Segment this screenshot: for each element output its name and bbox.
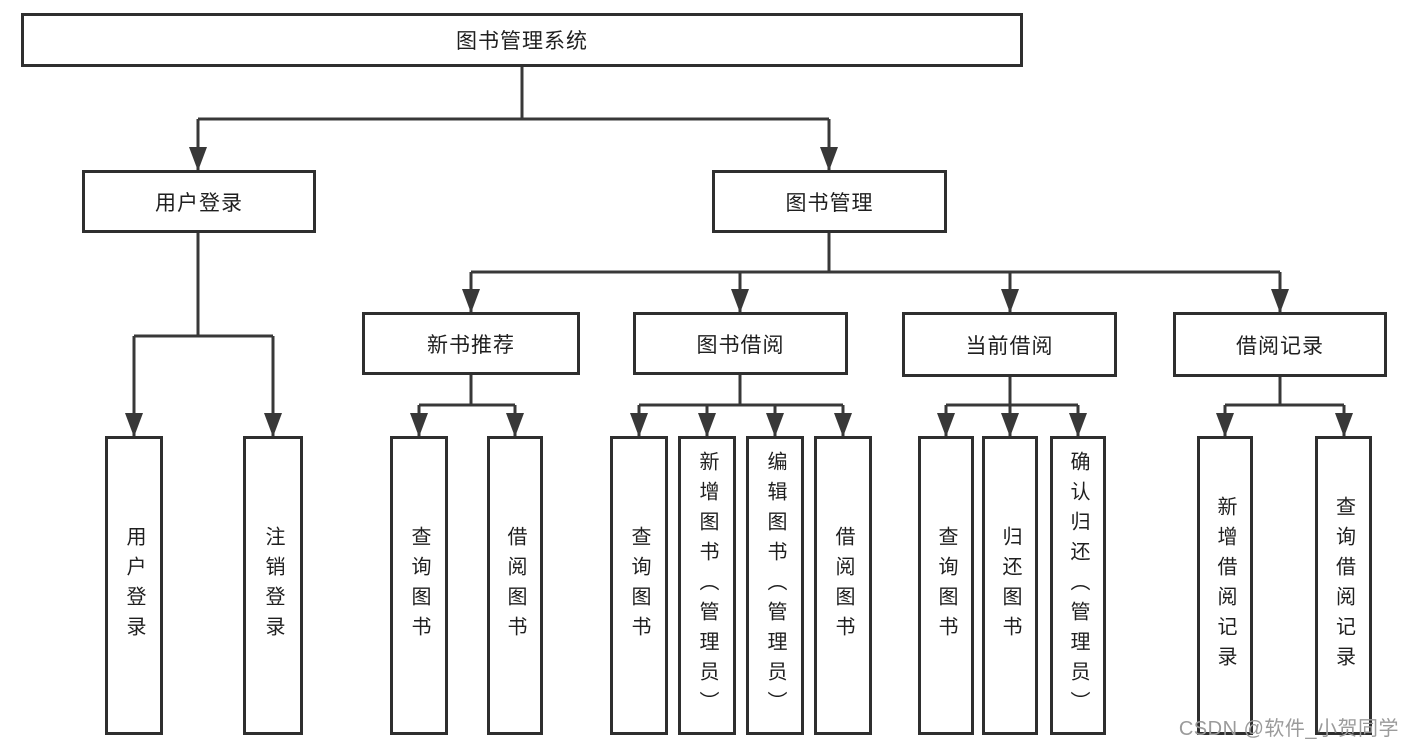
node-leaf-borrow-book: 借阅图书 [814,436,872,735]
node-leaf-rec-borrow-book: 借阅图书 [487,436,543,735]
node-borrowing-records: 借阅记录 [1173,312,1387,377]
node-leaf-logout: 注销登录 [243,436,303,735]
node-label: 查询借阅记录 [1332,495,1355,676]
csdn-watermark: CSDN @软件_小贺同学 [1178,718,1399,740]
node-label: 注销登录 [262,525,284,646]
node-label: 确认归还（管理员） [1067,450,1089,721]
node-label: 查询图书 [628,525,650,646]
node-book-management: 图书管理 [712,170,947,233]
node-label: 当前借阅 [965,334,1054,358]
node-user-login: 用户登录 [82,170,316,233]
node-new-book-recommend: 新书推荐 [362,312,580,375]
node-label: 归还图书 [999,525,1021,646]
node-label: 用户登录 [155,191,243,215]
node-label: 新增借阅记录 [1214,495,1236,676]
node-label: 新书推荐 [427,333,515,357]
node-leaf-add-borrow-record: 新增借阅记录 [1197,436,1253,735]
node-root-library-system: 图书管理系统 [21,13,1023,67]
node-label: 借阅图书 [832,525,854,646]
node-leaf-add-book-admin: 新增图书（管理员） [678,436,736,735]
node-book-borrowing: 图书借阅 [633,312,848,375]
node-label: 图书管理 [785,191,874,215]
node-label: 借阅记录 [1236,334,1324,358]
node-label: 查询图书 [408,525,430,646]
node-leaf-rec-query-book: 查询图书 [390,436,448,735]
node-leaf-confirm-return-admin: 确认归还（管理员） [1050,436,1106,735]
node-leaf-borrow-query-book: 查询图书 [610,436,668,735]
node-label: 用户登录 [123,525,145,646]
node-current-borrowing: 当前借阅 [902,312,1117,377]
node-label: 图书借阅 [696,333,785,357]
node-label: 图书管理系统 [456,30,588,53]
node-leaf-edit-book-admin: 编辑图书（管理员） [746,436,804,735]
node-leaf-query-borrow-record: 查询借阅记录 [1315,436,1372,735]
node-label: 借阅图书 [504,525,526,646]
node-label: 编辑图书（管理员） [764,450,786,721]
node-label: 新增图书（管理员） [696,450,718,721]
node-leaf-return-book: 归还图书 [982,436,1038,735]
node-leaf-user-login: 用户登录 [105,436,163,735]
node-leaf-current-query-book: 查询图书 [918,436,974,735]
node-label: 查询图书 [935,525,957,646]
